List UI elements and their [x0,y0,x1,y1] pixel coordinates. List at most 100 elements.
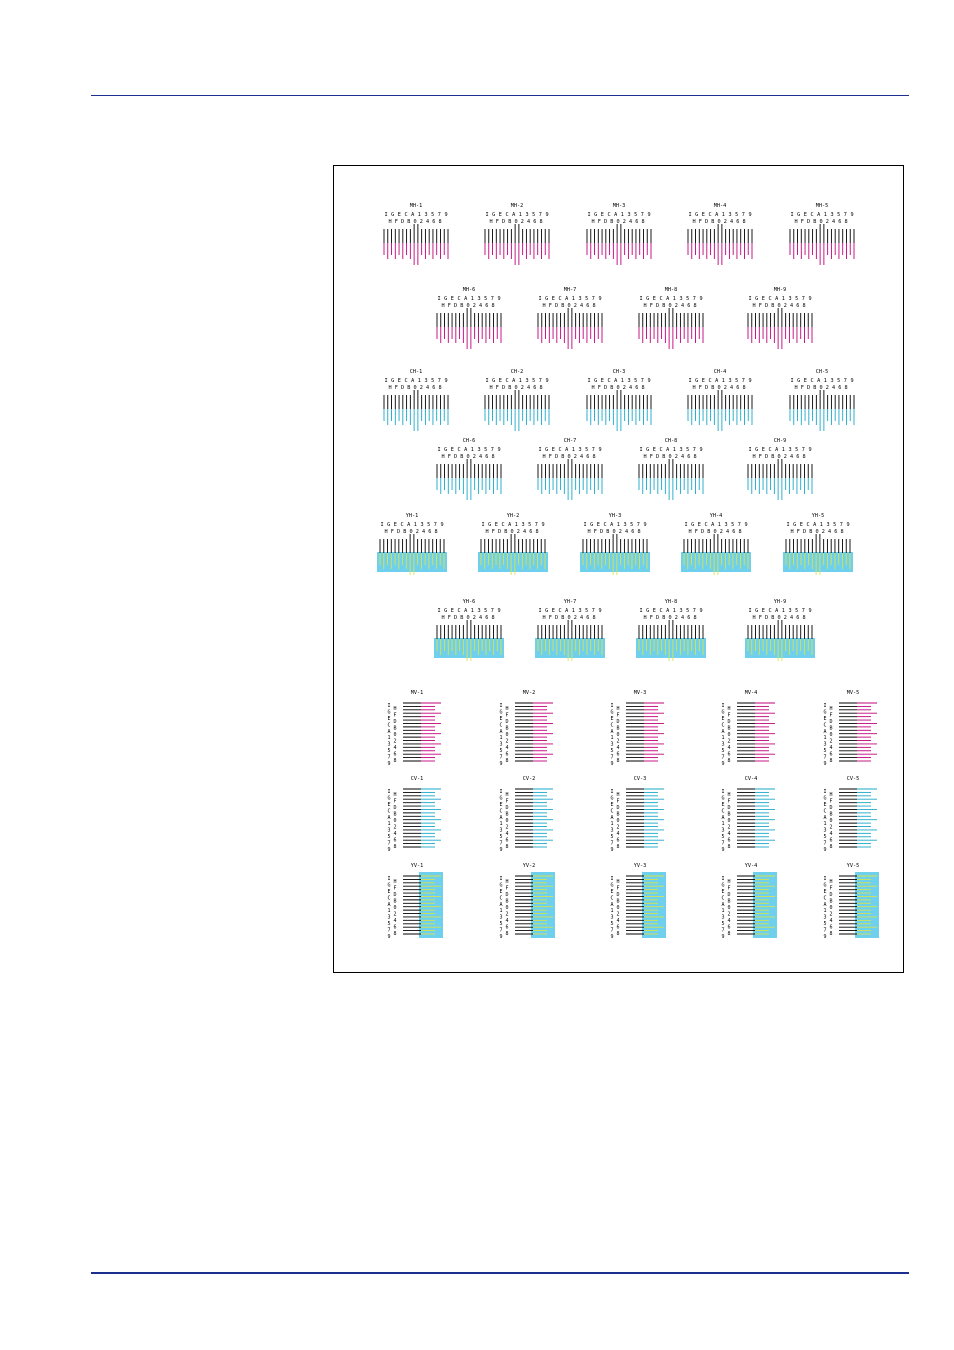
scale-right-letter: 8 [616,931,619,937]
scale-top-letter: G [691,522,694,528]
scale-bottom-letter: 4 [629,385,632,391]
scale-top-letter: I [639,447,642,453]
scale-top-letter: 7 [637,522,640,528]
scale-top-letter: I [485,212,488,218]
scale-left-letter: 1 [610,735,613,741]
scale-top-letter: G [545,296,548,302]
scale-bottom-letter: 6 [432,219,435,225]
scale-bottom-letter: F [699,219,702,225]
scale-bottom-letter: 4 [479,454,482,460]
scale-right-letter: 6 [616,838,619,844]
scale-top-letter: G [695,378,698,384]
scale-bottom-letter: 6 [533,219,536,225]
scale-bottom-letter: 0 [466,303,469,309]
scale-right-letter: F [727,713,730,719]
scale-bottom-letter: 2 [420,385,423,391]
scale-bottom-letter: 4 [832,219,835,225]
scale-bottom-letter: 6 [687,615,690,621]
scale-bottom-letter: 8 [742,385,745,391]
scale-left-letter: 7 [610,928,613,934]
scale-left-letter: G [610,795,613,801]
pattern-label: CV-5 [847,776,860,782]
scale-top-letter: 7 [491,296,494,302]
scale-left-letter: C [823,722,826,728]
scale-top-letter: 9 [647,378,650,384]
scale-left-letter: 9 [387,761,390,767]
scale-bottom-letter: 4 [730,219,733,225]
scale-right-letter: 0 [727,818,730,824]
scale-top-letter: 3 [728,378,731,384]
scale-bottom-letter: B [460,303,463,309]
scale-left-letter: E [721,889,724,895]
scale-top-letter: 7 [802,608,805,614]
scale-top-letter: A [715,378,719,384]
scale-top-letter: E [398,378,401,384]
scale-bottom-letter: B [460,615,463,621]
pattern-fill [753,872,777,938]
scale-left-letter: 5 [610,921,613,927]
pattern-label: YH-1 [406,513,419,519]
scale-top-letter: G [755,296,758,302]
scale-top-letter: C [505,212,508,218]
scale-right-letter: F [393,799,396,805]
scale-top-letter: 7 [535,522,538,528]
scale-left-letter: C [499,808,502,814]
scale-top-letter: 7 [844,212,847,218]
scale-top-letter: 9 [808,447,811,453]
scale-right-letter: 4 [505,745,508,751]
scale-top-letter: 9 [545,378,548,384]
pattern-label: MH-8 [665,287,678,293]
scale-left-letter: 3 [823,742,826,748]
scale-bottom-letter: 0 [668,615,671,621]
scale-bottom-letter: 0 [466,615,469,621]
scale-right-letter: 4 [829,918,832,924]
scale-top-letter: G [755,447,758,453]
scale-top-letter: 3 [424,378,427,384]
scale-right-letter: F [829,713,832,719]
scale-bottom-letter: B [610,385,613,391]
scale-left-letter: 7 [499,928,502,934]
scale-left-letter: 3 [823,915,826,921]
scale-bottom-letter: 6 [796,454,799,460]
scale-left-letter: G [823,795,826,801]
scale-right-letter: 8 [727,931,730,937]
scale-bottom-letter: 0 [717,219,720,225]
scale-right-letter: F [393,886,396,892]
scale-top-letter: G [594,212,597,218]
pattern-label: YV-4 [745,863,758,869]
scale-right-letter: 2 [829,825,832,831]
scale-top-letter: I [748,296,751,302]
scale-bottom-letter: F [549,454,552,460]
scale-bottom-letter: F [598,219,601,225]
scale-right-letter: H [727,879,730,885]
scale-bottom-letter: 2 [574,615,577,621]
scale-bottom-letter: 0 [777,454,780,460]
scale-left-letter: E [499,889,502,895]
scale-top-letter: 3 [627,212,630,218]
scale-top-letter: G [444,447,447,453]
scale-left-letter: I [823,876,826,882]
scale-right-letter: B [505,899,508,905]
scale-top-letter: C [558,296,561,302]
scale-top-letter: G [492,212,495,218]
scale-top-letter: I [639,608,642,614]
scale-left-letter: E [610,802,613,808]
scale-right-letter: 6 [829,838,832,844]
scale-right-letter: H [616,879,619,885]
scale-left-letter: 1 [387,735,390,741]
scale-top-letter: I [583,522,586,528]
scale-bottom-letter: 4 [625,529,628,535]
scale-top-letter: 1 [718,522,721,528]
scale-right-letter: 0 [616,818,619,824]
scale-right-letter: 4 [829,745,832,751]
scale-left-letter: 5 [721,921,724,927]
scale-top-letter: 3 [477,296,480,302]
pattern-fill [636,638,706,658]
